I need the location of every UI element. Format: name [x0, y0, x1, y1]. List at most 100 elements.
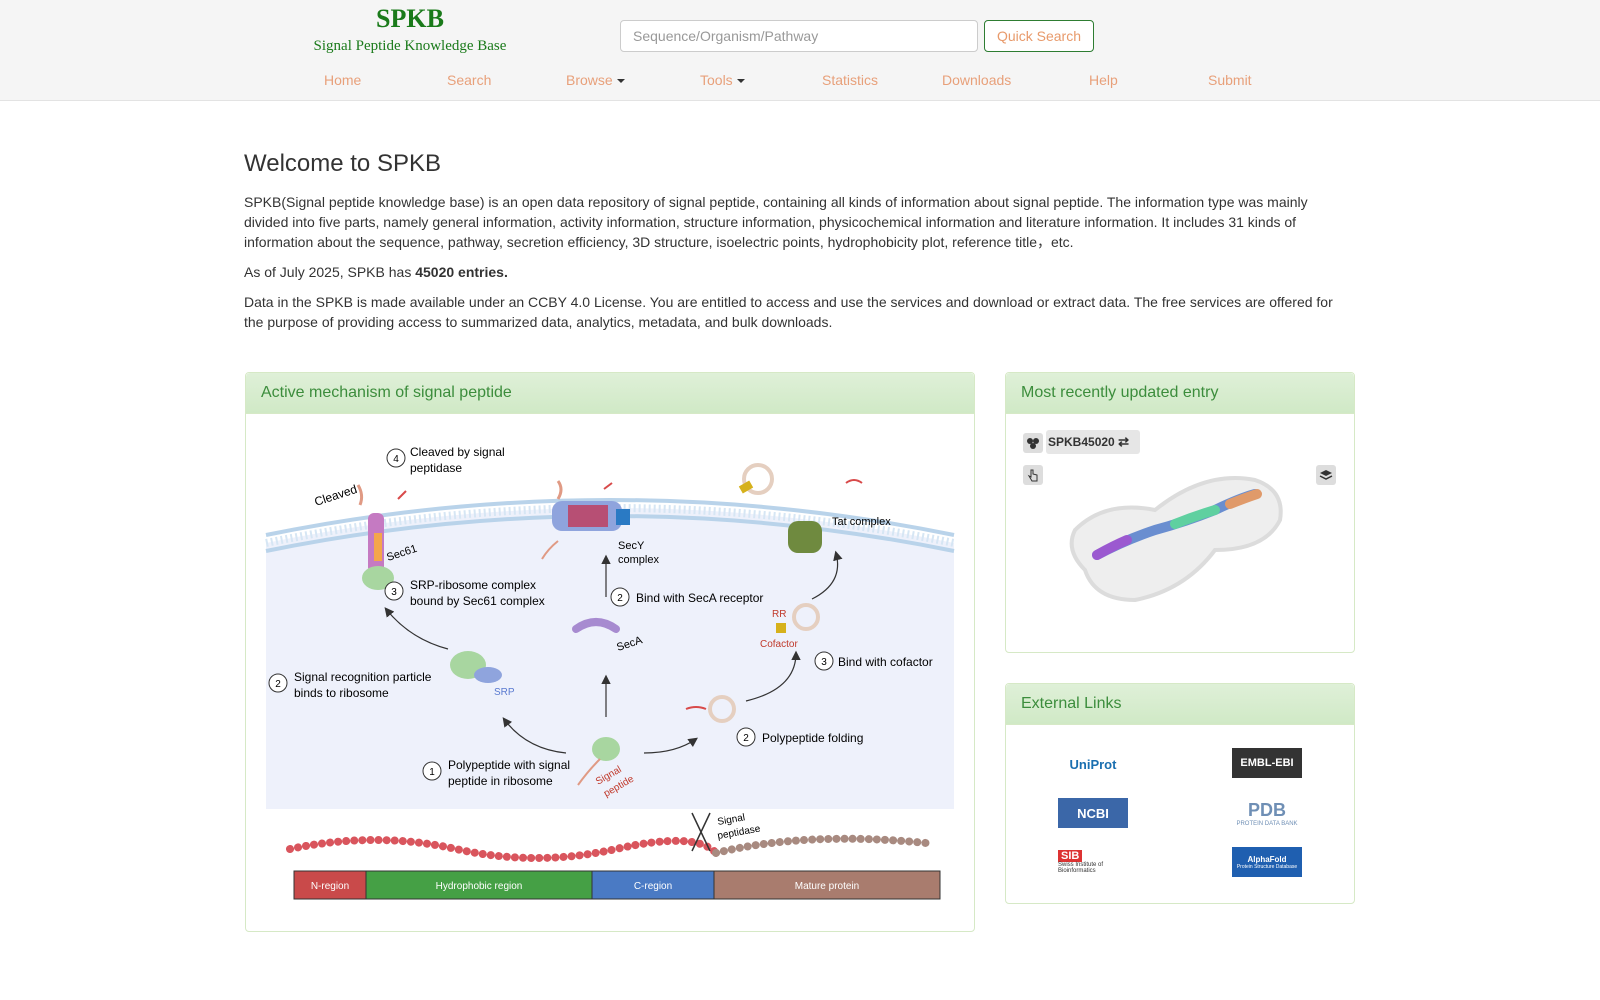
step-3a-label-2: bound by Sec61 complex	[410, 594, 545, 608]
folding-peptide	[685, 706, 707, 710]
ncbi-link[interactable]: NCBI	[1058, 798, 1128, 828]
fragment-2	[556, 480, 563, 500]
entries-line: As of July 2025, SPKB has 45020 entries.	[244, 262, 1344, 282]
step-1-badge	[422, 761, 442, 781]
step-1-number: 1	[429, 767, 435, 778]
step-2c-badge	[736, 727, 756, 747]
fragment-1	[397, 490, 407, 500]
secy-label: SecY	[618, 540, 645, 552]
entries-count: 45020 entries.	[415, 264, 508, 280]
swap-icon[interactable]: ⇄	[1118, 434, 1129, 449]
site-subtitle: Signal Peptide Knowledge Base	[313, 38, 507, 54]
step-3b-label: Bind with cofactor	[838, 655, 933, 669]
region-n	[293, 870, 367, 900]
chevron-down-icon	[616, 79, 625, 84]
region-c-label: C-region	[634, 881, 672, 892]
ribosome	[592, 737, 620, 761]
nav-tools[interactable]: Tools	[700, 72, 745, 88]
signal-peptide-strand	[577, 758, 601, 786]
search-input[interactable]	[620, 20, 978, 52]
mechanism-panel: Active mechanism of signal peptide 4 Cle…	[245, 372, 975, 932]
rr-label: RR	[772, 609, 786, 620]
arrow-srp-up	[384, 607, 449, 650]
secy-core	[568, 505, 608, 527]
pdb-logo-text: PDB	[1247, 799, 1286, 820]
sib-logo-text: SIB	[1058, 850, 1083, 862]
seca-protein	[572, 618, 620, 633]
secy-label-2: complex	[618, 554, 659, 566]
entry-id-badge[interactable]: SPKB45020 ⇄	[1046, 430, 1140, 454]
secy-peptide	[541, 540, 559, 560]
site-title[interactable]: SPKB	[376, 4, 444, 33]
step-4-badge	[386, 448, 406, 468]
step-2b-label: Signal recognition particle	[294, 670, 432, 684]
step-2a-badge	[610, 587, 630, 607]
entries-prefix: As of July 2025, SPKB has	[244, 264, 416, 280]
recent-entry-title: Most recently updated entry	[1006, 373, 1354, 414]
cleaved-peptide	[356, 484, 364, 506]
quick-search-button[interactable]: Quick Search	[984, 20, 1094, 52]
nav-home[interactable]: Home	[324, 72, 362, 88]
signal-peptidase-label: Signal	[717, 812, 746, 828]
protein-helix-end	[1225, 489, 1262, 509]
arrow-tat-up	[811, 550, 843, 600]
layers-icon[interactable]	[1316, 465, 1336, 485]
tat-label: Tat complex	[832, 516, 891, 528]
license-text: Data in the SPKB is made available under…	[244, 294, 1333, 330]
entry-id: SPKB45020	[1048, 435, 1115, 449]
protein-helix-mid	[1170, 505, 1220, 529]
embl-ebi-link[interactable]: EMBL-EBI	[1232, 748, 1302, 778]
uniprot-link[interactable]: UniProt	[1069, 756, 1117, 772]
membrane-outer	[265, 498, 955, 537]
nav-submit[interactable]: Submit	[1208, 72, 1252, 88]
brand[interactable]: SPKB Signal Peptide Knowledge Base	[300, 4, 520, 58]
region-n-label: N-region	[311, 881, 349, 892]
pdb-subtitle: PROTEIN DATA BANK	[1236, 820, 1298, 827]
alphafold-subtitle: Protein Structure Database	[1236, 863, 1298, 870]
arrow-fold-up	[745, 650, 801, 702]
nav-statistics[interactable]: Statistics	[822, 72, 879, 88]
alphafold-logo-text: AlphaFold	[1247, 854, 1287, 864]
nav-downloads[interactable]: Downloads	[942, 72, 1012, 88]
region-mature	[713, 870, 941, 900]
protein-structure-view[interactable]	[1065, 460, 1295, 620]
cleaved-label: Cleaved	[313, 482, 359, 509]
cofactor-box	[776, 623, 786, 633]
nav-search[interactable]: Search	[447, 72, 492, 88]
secy-cap	[616, 509, 630, 525]
external-links-title: External Links	[1006, 684, 1354, 725]
step-2c-label: Polypeptide folding	[762, 731, 863, 745]
step-2a-number: 2	[617, 593, 623, 604]
nav-help[interactable]: Help	[1089, 72, 1118, 88]
intro-text: SPKB(Signal peptide knowledge base) is a…	[244, 194, 1308, 250]
region-hydrophobic-label: Hydrophobic region	[436, 881, 523, 892]
nav-browse[interactable]: Browse	[566, 72, 625, 88]
step-3b-badge	[814, 651, 834, 671]
mechanism-panel-title: Active mechanism of signal peptide	[246, 373, 974, 414]
step-2b-badge	[268, 673, 288, 693]
folded-protein-low	[708, 695, 736, 723]
sib-subtitle: Swiss Institute of Bioinformatics	[1058, 862, 1104, 874]
step-2a-label: Bind with SecA receptor	[636, 591, 763, 605]
step-3b-number: 3	[821, 657, 827, 668]
folded-protein-top	[742, 463, 774, 495]
step-3a-label: SRP-ribosome complex	[410, 578, 536, 592]
region-mature-label: Mature protein	[795, 881, 859, 892]
fragment-3	[603, 482, 613, 490]
pointer-icon[interactable]	[1023, 465, 1043, 485]
arrow-1-right	[643, 737, 698, 754]
srp-label: SRP	[494, 687, 515, 698]
fragment-4	[845, 479, 863, 484]
tat-complex	[788, 521, 822, 553]
arrow-1-left	[502, 717, 567, 754]
step-1-label: Polypeptide with signal	[448, 758, 570, 772]
structure-icon[interactable]	[1023, 433, 1043, 453]
srp-particle	[474, 667, 502, 683]
step-4-label-2: peptidase	[410, 461, 462, 475]
step-1-label-2: peptide in ribosome	[448, 774, 553, 788]
step-2b-label-2: binds to ribosome	[294, 686, 389, 700]
step-3a-badge	[384, 581, 404, 601]
